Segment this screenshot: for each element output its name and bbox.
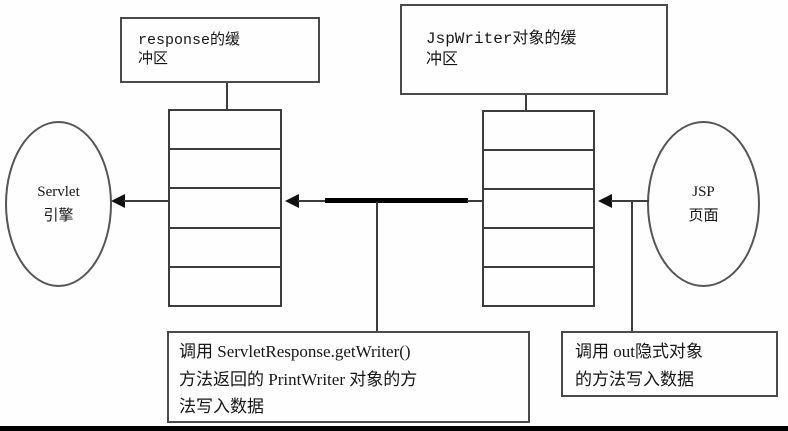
servlet-engine-ellipse: Servlet 引擎: [5, 121, 112, 287]
getwriter-note-line3: 法写入数据: [179, 397, 264, 417]
arrow-line-stack-to-servlet: [124, 200, 168, 202]
buffer-cell: [170, 265, 280, 305]
out-object-note-line1: 调用 out隐式对象: [575, 342, 703, 361]
getwriter-note-box: 调用 ServletResponse.getWriter() 方法返回的 Pri…: [167, 331, 530, 423]
jsp-page-label-line2: 页面: [688, 208, 719, 224]
arrow-line-jsp-to-stack: [611, 200, 649, 202]
jsp-page-ellipse: JSP 页面: [647, 121, 760, 287]
buffer-cell: [484, 112, 593, 149]
arrow-line-middle-right-segment: [467, 200, 483, 202]
getwriter-note-line2: 方法返回的 PrintWriter 对象的方: [179, 369, 418, 389]
servlet-engine-label-line2: 引擎: [43, 208, 74, 224]
jsp-page-label-line1: JSP: [692, 184, 715, 200]
response-buffer-label-line1: response的缓: [138, 31, 241, 49]
response-buffer-stack: [168, 109, 282, 307]
jspwriter-buffer-label-line1: JspWriter对象的缓: [426, 29, 577, 48]
buffer-cell: [484, 266, 593, 305]
servlet-engine-label-line1: Servlet: [37, 184, 80, 200]
arrow-line-middle-left-segment: [298, 200, 326, 202]
jspwriter-buffer-stack: [482, 110, 595, 307]
out-object-note-box: 调用 out隐式对象 的方法写入数据: [561, 331, 778, 397]
jspwriter-buffer-label-box: JspWriter对象的缓 冲区: [400, 4, 668, 95]
buffer-cell: [484, 149, 593, 188]
buffer-cell: [484, 188, 593, 227]
connector-jspwriter-label-to-stack: [525, 95, 527, 111]
arrowhead-to-jspwriter-buffer-icon: [598, 194, 612, 208]
response-buffer-label-box: response的缓 冲区: [120, 17, 320, 83]
connector-getwriter-note: [376, 202, 378, 332]
jspwriter-buffer-label-line2: 冲区: [426, 50, 459, 69]
arrow-line-middle-thick-segment: [325, 198, 468, 203]
connector-response-label-to-stack: [226, 83, 228, 110]
bottom-black-bar: [0, 426, 788, 431]
out-object-note-line2: 的方法写入数据: [575, 369, 694, 389]
buffer-cell: [170, 148, 280, 187]
response-buffer-label-line2: 冲区: [138, 51, 169, 68]
buffer-cell: [484, 227, 593, 266]
connector-out-note: [631, 202, 633, 332]
arrowhead-to-servlet-engine-icon: [111, 194, 125, 208]
buffer-cell: [170, 111, 280, 148]
getwriter-note-line1: 调用 ServletResponse.getWriter(): [179, 342, 411, 361]
buffer-cell: [170, 226, 280, 266]
buffer-cell: [170, 187, 280, 226]
arrowhead-to-response-buffer-icon: [285, 194, 299, 208]
